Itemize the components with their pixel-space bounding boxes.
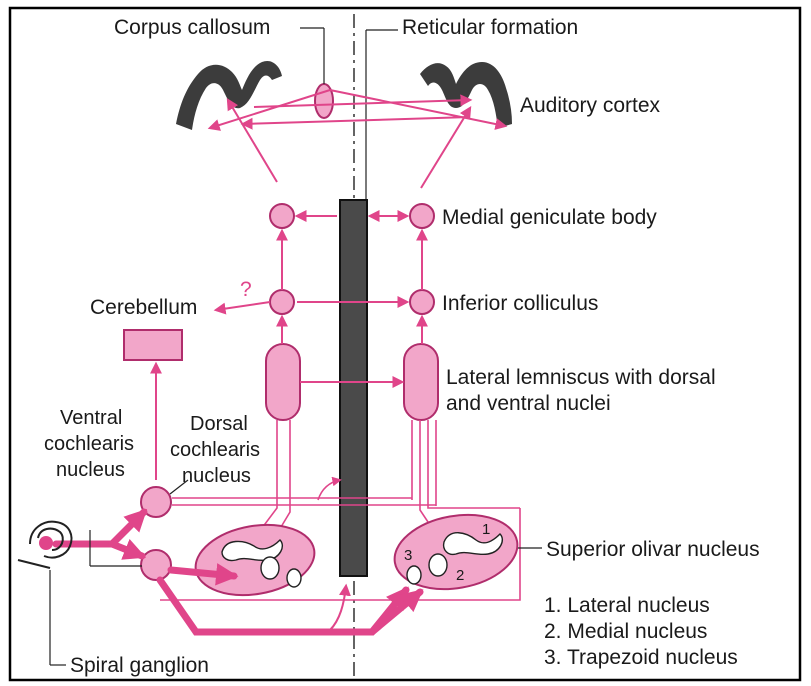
auditory-cortex-label: Auditory cortex <box>520 94 661 117</box>
olive-number-3: 3 <box>404 547 412 564</box>
left-medial-geniculate-node <box>270 204 294 228</box>
dorsal-label-line3: nucleus <box>182 465 251 487</box>
dorsal-label-line1: Dorsal <box>190 413 248 435</box>
reticular-formation-label: Reticular formation <box>402 16 578 39</box>
medial-geniculate-label: Medial geniculate body <box>442 206 657 229</box>
superior-olivar-label: Superior olivar nucleus <box>546 538 760 561</box>
legend-item-1: 1. Lateral nucleus <box>544 594 710 617</box>
cerebellum-label: Cerebellum <box>90 296 197 319</box>
right-medial-geniculate-node <box>410 204 434 228</box>
ventral-label-line2: cochlearis <box>44 433 134 455</box>
lateral-lemniscus-label-line1: Lateral lemniscus with dorsal <box>446 366 716 389</box>
left-inferior-colliculus-node <box>270 290 294 314</box>
corpus-callosum-label: Corpus callosum <box>114 16 270 39</box>
reticular-formation-bar <box>340 200 367 576</box>
cerebellum-box <box>124 330 182 360</box>
spiral-ganglion-label: Spiral ganglion <box>70 654 209 677</box>
legend-item-2: 2. Medial nucleus <box>544 620 707 643</box>
left-auditory-cortex <box>176 61 282 130</box>
ventral-cochlearis-node <box>141 550 171 580</box>
right-lateral-lemniscus-node <box>404 344 438 420</box>
lateral-lemniscus-label-line2: and ventral nuclei <box>446 392 611 415</box>
olive-number-2: 2 <box>456 567 464 584</box>
legend-item-3: 3. Trapezoid nucleus <box>544 646 738 669</box>
left-lateral-lemniscus-node <box>266 344 300 420</box>
right-inferior-colliculus-node <box>410 290 434 314</box>
ventral-label-line1: Ventral <box>60 407 122 429</box>
olive-number-1: 1 <box>482 521 490 538</box>
question-mark: ? <box>240 278 252 301</box>
ventral-label-line3: nucleus <box>56 459 125 481</box>
dorsal-label-line2: cochlearis <box>170 439 260 461</box>
inferior-colliculus-label: Inferior colliculus <box>442 292 598 315</box>
